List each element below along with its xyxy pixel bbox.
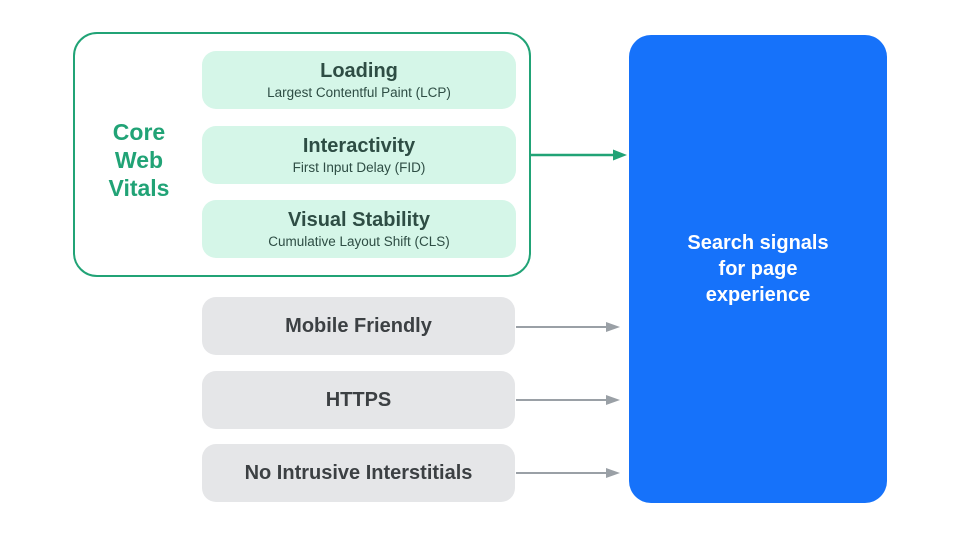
search-signals-text-line: experience bbox=[705, 284, 811, 306]
signal-label: HTTPS bbox=[325, 389, 392, 411]
vital-title: Visual Stability bbox=[288, 209, 430, 231]
core-web-vitals-label-line: Core bbox=[112, 119, 166, 145]
vital-subtitle: Cumulative Layout Shift (CLS) bbox=[268, 234, 450, 249]
search-signals-box: Search signals for page experience bbox=[629, 35, 887, 503]
signal-pill-https: HTTPS bbox=[202, 371, 515, 429]
https-arrow-icon bbox=[516, 395, 620, 405]
signal-label: Mobile Friendly bbox=[285, 315, 432, 337]
search-signals-text-line: for page bbox=[718, 258, 798, 280]
vital-pill-interactivity: Interactivity First Input Delay (FID) bbox=[202, 126, 516, 184]
core-web-vitals-group bbox=[73, 32, 531, 277]
vital-subtitle: First Input Delay (FID) bbox=[292, 160, 426, 175]
no-intrusive-interstitials-arrow-icon bbox=[516, 468, 620, 478]
vital-subtitle: Largest Contentful Paint (LCP) bbox=[267, 85, 451, 100]
vital-pill-loading: Loading Largest Contentful Paint (LCP) bbox=[202, 51, 516, 109]
vital-title: Loading bbox=[320, 60, 398, 82]
core-web-vitals-label: Core Web Vitals bbox=[78, 118, 200, 202]
core-web-vitals-label-line: Vitals bbox=[108, 175, 170, 201]
core-web-vitals-arrow-icon bbox=[531, 149, 627, 161]
mobile-friendly-arrow-icon bbox=[516, 322, 620, 332]
signal-pill-mobile-friendly: Mobile Friendly bbox=[202, 297, 515, 355]
core-web-vitals-label-line: Web bbox=[114, 147, 164, 173]
search-signals-text-line: Search signals bbox=[687, 232, 829, 254]
vital-title: Interactivity bbox=[302, 135, 416, 157]
signal-pill-no-intrusive-interstitials: No Intrusive Interstitials bbox=[202, 444, 515, 502]
vital-pill-visual-stability: Visual Stability Cumulative Layout Shift… bbox=[202, 200, 516, 258]
signal-label: No Intrusive Interstitials bbox=[244, 462, 473, 484]
search-signals-text: Search signals for page experience bbox=[687, 230, 828, 308]
